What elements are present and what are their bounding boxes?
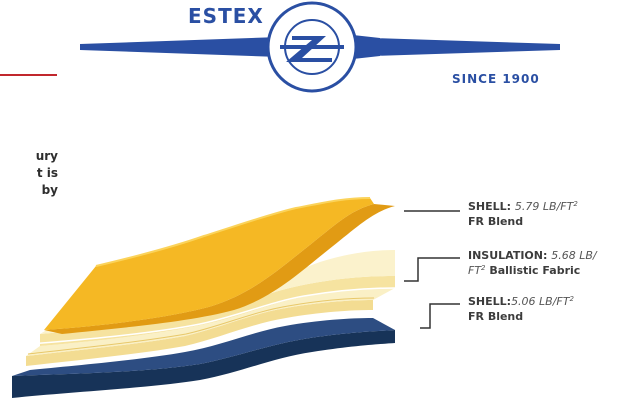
layer-weight: 5.06 LB/FT xyxy=(511,295,570,308)
layer-weight: 5.79 LB/FT xyxy=(514,200,574,213)
layer-weight: 5.68 LB/ xyxy=(551,249,597,262)
layer-name: INSULATION: xyxy=(468,249,548,262)
unit-superscript: 2 xyxy=(569,295,574,303)
label-inner-shell: SHELL:5.06 LB/FT2 FR Blend xyxy=(468,294,574,324)
logo-since-text: SINCE 1900 xyxy=(452,72,540,86)
unit-superscript: 2 xyxy=(573,200,578,208)
cropped-body-text: ury t is by xyxy=(0,148,58,199)
body-text-line: t is xyxy=(36,166,58,180)
layer-material: Ballistic Fabric xyxy=(489,264,581,277)
label-insulation: INSULATION: 5.68 LB/ FT2 Ballistic Fabri… xyxy=(468,248,597,278)
unit-superscript: 2 xyxy=(481,264,486,272)
layer-name: SHELL: xyxy=(468,200,512,213)
leader-lines xyxy=(404,210,460,329)
body-text-line: by xyxy=(41,183,58,197)
label-outer-shell: SHELL: 5.79 LB/FT2 FR Blend xyxy=(468,199,578,229)
layer-material: FR Blend xyxy=(468,310,524,323)
body-text-line: ury xyxy=(35,149,58,163)
estex-logo: ESTEX SINCE 1900 xyxy=(80,0,560,102)
layer-material: FR Blend xyxy=(468,215,524,228)
layer-name: SHELL: xyxy=(468,295,512,308)
top-shell-layer xyxy=(44,197,395,334)
logo-wordmark: ESTEX xyxy=(188,4,264,28)
layer-weight-unit: FT xyxy=(468,264,482,277)
logo-graphic xyxy=(80,1,560,93)
bottom-shell-layer xyxy=(12,318,395,398)
accent-divider xyxy=(0,74,57,76)
